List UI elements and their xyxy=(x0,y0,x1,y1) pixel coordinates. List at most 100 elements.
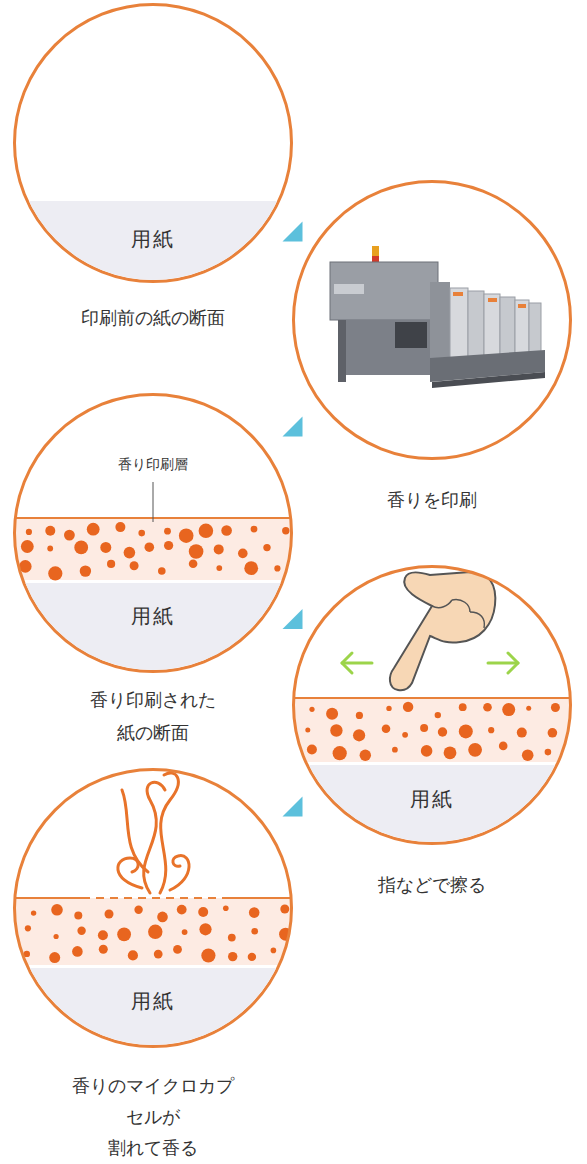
capsule-dot xyxy=(526,706,531,711)
capsule-dot xyxy=(77,927,85,935)
capsule-dot xyxy=(360,750,371,761)
capsule-dot xyxy=(499,742,508,751)
burst-illustration xyxy=(10,773,300,965)
capsule-dot xyxy=(99,945,108,954)
capsule-dot xyxy=(98,930,108,940)
capsule-dot xyxy=(87,523,100,536)
capsule-dot xyxy=(356,712,363,719)
capsule-dot xyxy=(74,911,82,919)
capsule-dot xyxy=(158,567,166,575)
capsule-dot xyxy=(228,934,236,942)
capsule-dot xyxy=(51,904,63,916)
connector-path xyxy=(264,405,320,448)
step-circle: 香りを印刷 xyxy=(292,180,572,460)
capsule-dot xyxy=(189,559,198,568)
capsule-dot xyxy=(386,706,391,711)
capsule-dot xyxy=(263,544,270,551)
capsule-dot xyxy=(548,728,558,738)
capsule-dot xyxy=(249,907,260,918)
capsule-dot xyxy=(244,561,258,575)
capsule-dot xyxy=(251,928,258,935)
capsule-dot xyxy=(145,542,155,552)
capsule-dot xyxy=(74,541,88,555)
step-caption: 指などで擦る xyxy=(312,870,552,900)
capsule-dot xyxy=(130,561,139,570)
capsule-dot xyxy=(392,747,398,753)
capsule-dot xyxy=(274,565,280,571)
capsule-dot xyxy=(201,948,215,962)
capsule-dot xyxy=(280,905,289,914)
capsule-dot xyxy=(488,727,494,733)
capsule-dot xyxy=(309,707,314,712)
paper-band: 用紙 xyxy=(16,201,290,280)
capsule-dot xyxy=(307,745,317,755)
capsule-dot xyxy=(49,952,60,963)
paper-band: 用紙 xyxy=(16,583,290,670)
circle-outline: 用紙 xyxy=(13,393,293,673)
capsule-dot xyxy=(468,743,482,757)
capsule-dot xyxy=(26,529,32,535)
circle-outline: 用紙 xyxy=(13,3,293,283)
step-circle: 用紙香りのマイクロカプ セルが 割れて香る xyxy=(13,768,293,1048)
capsule-dot xyxy=(157,912,168,923)
capsule-dot xyxy=(182,929,188,935)
layer-callout: 香り印刷層 xyxy=(118,456,188,474)
capsule-dot xyxy=(522,749,534,761)
paper-label: 用紙 xyxy=(16,603,290,630)
capsule-dot xyxy=(421,745,433,757)
capsule-dot xyxy=(21,540,34,553)
capsule-dot xyxy=(216,565,222,571)
step-circle: 用紙指などで擦る xyxy=(292,565,572,845)
capsule-dot xyxy=(251,526,258,533)
circle-outline: 用紙 xyxy=(13,768,293,1048)
step-caption: 香り印刷された 紙の断面 xyxy=(33,683,273,749)
paper-band: 用紙 xyxy=(16,968,290,1045)
capsule-dot xyxy=(173,945,182,954)
capsule-dot xyxy=(353,729,365,741)
capsule-dot xyxy=(271,948,277,954)
capsule-dot xyxy=(24,951,30,957)
capsule-dot xyxy=(107,560,115,568)
rub-illustration xyxy=(290,572,580,762)
capsule-dot xyxy=(47,546,53,552)
paper-label: 用紙 xyxy=(16,226,290,253)
step-circle: 用紙香り印刷された 紙の断面 xyxy=(13,393,293,673)
capsule-dot xyxy=(189,544,204,559)
capsule-dot xyxy=(551,703,560,712)
capsule-dot xyxy=(305,728,310,733)
capsule-dot xyxy=(545,749,552,756)
capsule-dot xyxy=(177,905,187,915)
capsule-dot xyxy=(105,910,114,919)
capsule-dot xyxy=(25,925,31,931)
leader-line xyxy=(153,482,154,522)
step-caption: 印刷前の紙の断面 xyxy=(33,303,273,333)
capsule-dot xyxy=(117,927,131,941)
circle-outline xyxy=(292,180,572,460)
capsule-dot xyxy=(459,703,467,711)
capsule-dot xyxy=(238,549,248,559)
capsule-dot xyxy=(517,728,527,738)
capsule-dot xyxy=(115,522,125,532)
capsule-dot xyxy=(330,724,342,736)
capsule-dot xyxy=(420,724,428,732)
paper-label: 用紙 xyxy=(16,988,290,1015)
capsule-dot xyxy=(502,703,515,716)
capsule-dot xyxy=(402,732,408,738)
arrow-head xyxy=(283,417,303,437)
capsule-dot xyxy=(128,950,138,960)
capsule-dot xyxy=(565,747,573,755)
capsule-dot xyxy=(248,953,256,961)
capsule-dot xyxy=(80,565,91,576)
capsule-dot xyxy=(221,525,232,536)
capsule-dot xyxy=(333,746,347,760)
printing-press xyxy=(330,246,545,388)
capsule-dot xyxy=(198,907,208,917)
capsule-dot xyxy=(164,541,173,550)
capsule-dot xyxy=(54,934,59,939)
circle-outline: 用紙 xyxy=(292,565,572,845)
capsule-dot xyxy=(223,906,229,912)
capsule-dot xyxy=(124,547,136,559)
scent-ink-layer xyxy=(10,518,300,581)
step-circle: 用紙印刷前の紙の断面 xyxy=(13,3,293,283)
capsule-dot xyxy=(19,560,32,573)
